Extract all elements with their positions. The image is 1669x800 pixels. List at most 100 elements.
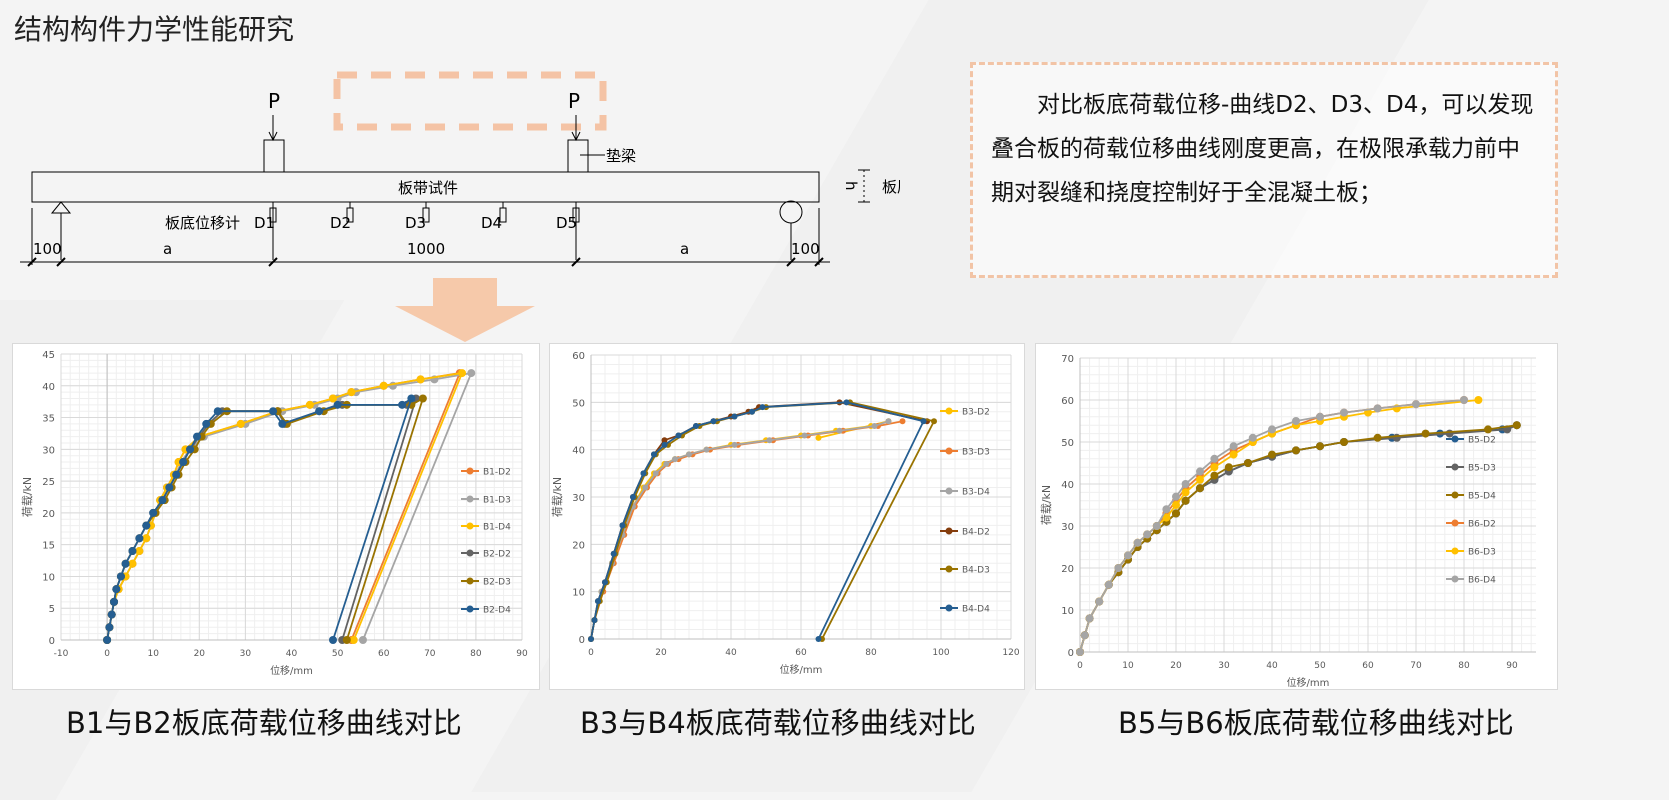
y-tick-label: 60	[1061, 396, 1074, 407]
legend-marker	[945, 565, 953, 573]
x-tick-label: 120	[1002, 648, 1019, 658]
data-point	[135, 547, 144, 556]
data-point	[1373, 433, 1382, 442]
data-point	[1080, 631, 1089, 640]
data-point	[749, 408, 755, 415]
legend-item: B4-D4	[940, 604, 990, 615]
x-axis-label: 位移/mm	[270, 664, 313, 677]
data-point	[1162, 513, 1171, 522]
legend-marker	[945, 407, 953, 415]
data-point	[1229, 442, 1238, 451]
data-point	[1196, 467, 1204, 476]
legend-item: B4-D3	[940, 565, 990, 576]
y-tick-label: 5	[49, 604, 55, 615]
data-point	[1172, 492, 1180, 501]
data-point	[1224, 463, 1233, 472]
data-point	[1104, 580, 1113, 589]
data-point	[1268, 450, 1276, 459]
legend-label: B1-D4	[483, 523, 511, 533]
legend-item: B5-D3	[1446, 463, 1496, 474]
x-tick-label: 90	[516, 649, 528, 659]
data-point	[416, 375, 425, 384]
gauge-d5: D5	[556, 202, 580, 260]
legend-marker	[1451, 463, 1459, 471]
data-point	[179, 458, 188, 467]
legend-marker	[466, 577, 474, 585]
data-point	[1316, 442, 1324, 451]
data-point	[467, 369, 476, 378]
pin-support	[50, 201, 72, 214]
svg-text:D3: D3	[405, 214, 426, 232]
data-point	[121, 559, 130, 568]
specimen-label: 板带试件	[398, 179, 458, 197]
data-point	[107, 610, 116, 619]
legend-label: B5-D4	[1468, 492, 1496, 502]
data-point	[1460, 396, 1468, 404]
caption-b1-b2: B1与B2板底荷载位移曲线对比	[66, 706, 462, 740]
data-point	[1124, 551, 1132, 560]
y-tick-label: 50	[572, 398, 585, 409]
data-point	[1095, 597, 1104, 606]
legend-label: B3-D3	[962, 448, 990, 458]
dim-a-right: a	[680, 240, 689, 258]
data-point	[710, 418, 717, 425]
data-point	[142, 521, 151, 530]
data-point	[398, 400, 407, 409]
legend-marker	[1451, 547, 1459, 555]
data-point	[349, 636, 358, 644]
legend-label: B3-D4	[962, 488, 990, 498]
data-point	[135, 534, 144, 543]
data-point	[1143, 530, 1152, 539]
x-tick-label: 20	[194, 649, 206, 659]
x-tick-label: 10	[147, 649, 159, 659]
series-b3-d2	[588, 418, 892, 642]
legend-label: B6-D2	[1468, 520, 1496, 530]
data-point	[1316, 412, 1324, 421]
data-point	[186, 445, 195, 454]
analysis-note: 对比板底荷载位移-曲线D2、D3、D4，可以发现叠合板的荷载位移曲线刚度更高，在…	[970, 62, 1558, 278]
legend-label: B2-D2	[483, 550, 511, 560]
legend-label: B4-D3	[962, 566, 990, 576]
legend-label: B1-D2	[483, 468, 511, 478]
data-point	[1421, 429, 1430, 438]
legend-item: B1-D2	[461, 467, 511, 478]
data-point	[1210, 463, 1219, 472]
data-point	[1340, 408, 1348, 417]
data-point	[1512, 421, 1521, 430]
data-point	[1085, 614, 1094, 623]
svg-text:D2: D2	[330, 214, 351, 232]
x-tick-label: 40	[286, 649, 298, 659]
x-tick-label: 90	[1506, 661, 1518, 671]
legend-marker	[1451, 519, 1459, 527]
y-axis-label: 荷载/kN	[21, 477, 34, 517]
y-tick-label: 35	[42, 414, 55, 425]
data-point	[836, 427, 843, 434]
y-tick-label: 30	[42, 445, 55, 456]
x-tick-label: 30	[1218, 661, 1230, 671]
x-tick-label: 60	[1362, 661, 1374, 671]
data-point	[116, 572, 125, 581]
data-point	[1484, 425, 1492, 434]
legend-item: B6-D4	[1446, 575, 1496, 586]
legend-item: B5-D2	[1446, 435, 1496, 446]
y-tick-label: 45	[42, 350, 55, 361]
data-point	[1133, 538, 1142, 547]
data-point	[347, 388, 356, 397]
load-label-right: P	[568, 89, 580, 113]
data-point	[642, 484, 649, 491]
y-tick-label: 10	[572, 588, 585, 599]
legend-marker	[466, 495, 474, 503]
data-point	[1162, 505, 1171, 514]
y-tick-label: 10	[42, 572, 55, 583]
x-tick-label: 0	[104, 649, 110, 659]
data-point	[128, 547, 137, 556]
data-point	[1196, 484, 1204, 493]
data-point	[407, 394, 416, 403]
legend-item: B3-D4	[940, 487, 990, 498]
x-tick-label: 0	[588, 648, 594, 658]
data-point	[103, 636, 112, 644]
series-b3-d3	[588, 418, 906, 642]
data-point	[213, 407, 222, 416]
